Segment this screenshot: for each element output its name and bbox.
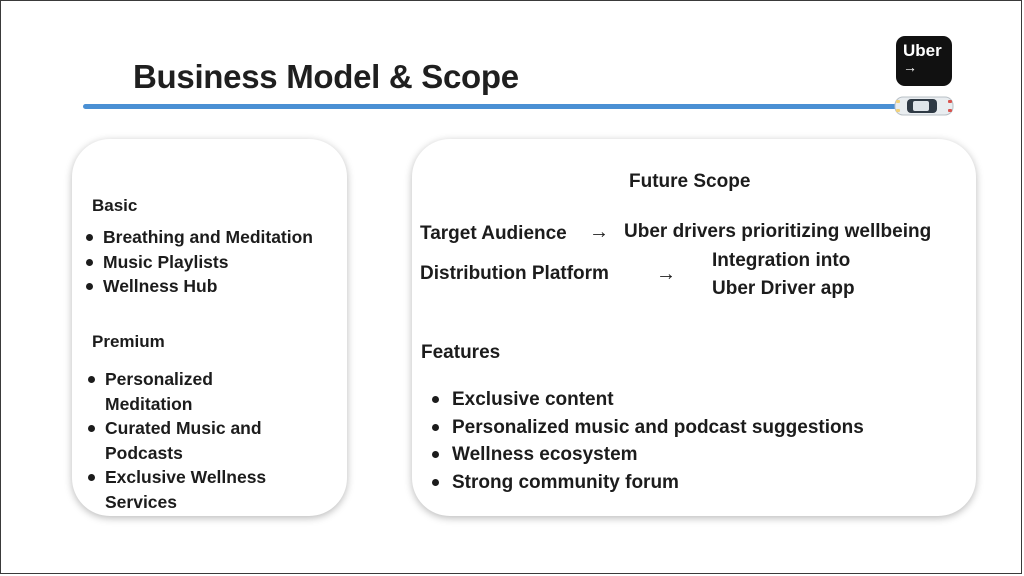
list-item: Strong community forum: [430, 469, 950, 497]
future-scope-heading: Future Scope: [629, 171, 751, 192]
uber-logo: Uber →: [896, 36, 952, 86]
list-item: Wellness ecosystem: [430, 441, 950, 469]
features-heading: Features: [421, 342, 501, 363]
basic-list: Breathing and Meditation Music Playlists…: [84, 225, 339, 299]
target-audience-value: Uber drivers prioritizing wellbeing: [624, 221, 932, 242]
list-item: Wellness Hub: [84, 274, 339, 299]
list-item: Breathing and Meditation: [84, 225, 339, 250]
distribution-value-line1: Integration into: [712, 250, 851, 271]
distribution-value-line2: Uber Driver app: [712, 278, 855, 299]
title-underline: [83, 104, 901, 109]
list-item: Personalized music and podcast suggestio…: [430, 414, 950, 442]
arrow-right-icon: →: [589, 221, 609, 243]
target-audience-label: Target Audience: [420, 223, 567, 244]
future-scope-card: Future Scope Target Audience → Uber driv…: [412, 139, 976, 516]
car-icon: [894, 96, 954, 116]
list-item: Music Playlists: [84, 250, 339, 275]
arrow-right-icon: →: [656, 263, 676, 285]
distribution-platform-label: Distribution Platform: [420, 263, 609, 284]
premium-heading: Premium: [92, 332, 165, 351]
list-item: Exclusive Wellness Services: [86, 465, 286, 514]
uber-logo-word: Uber: [903, 41, 942, 60]
premium-list: Personalized Meditation Curated Music an…: [86, 367, 286, 514]
arrow-right-icon: →: [903, 59, 917, 75]
basic-heading: Basic: [92, 196, 138, 215]
list-item: Exclusive content: [430, 386, 950, 414]
list-item: Curated Music and Podcasts: [86, 416, 286, 465]
list-item: Personalized Meditation: [86, 367, 286, 416]
pricing-tiers-card: Basic Breathing and Meditation Music Pla…: [72, 139, 347, 516]
slide-title: Business Model & Scope: [133, 58, 519, 95]
features-list: Exclusive content Personalized music and…: [430, 386, 950, 496]
